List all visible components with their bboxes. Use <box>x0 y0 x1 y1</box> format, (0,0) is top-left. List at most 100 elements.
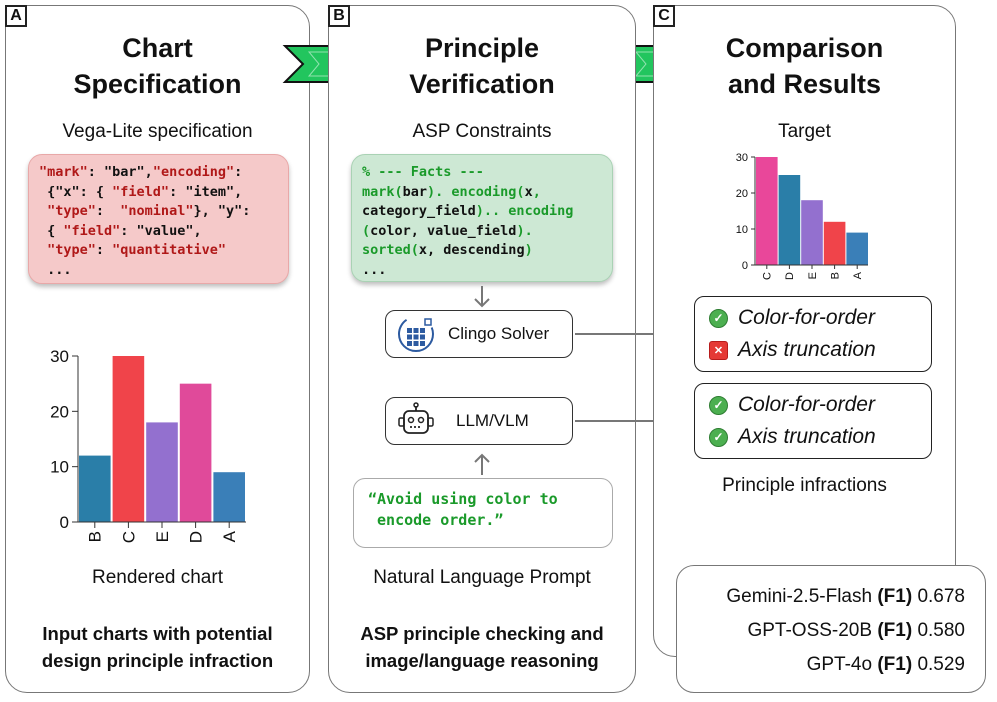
code-token: , <box>532 183 541 200</box>
check-icon: ✓ <box>709 427 728 447</box>
panel-b-title-line1: Principle <box>424 33 540 63</box>
llm-results: ✓ Color-for-order ✓ Axis truncation <box>694 383 932 459</box>
code-token: "mark" <box>39 164 88 180</box>
x-tick-label: C <box>762 272 774 280</box>
code-token: : "item", <box>169 183 243 200</box>
code-token: : <box>234 164 243 180</box>
code-token: ). encoding( <box>427 183 525 200</box>
llm-vlm-box: LLM/VLM <box>385 397 573 445</box>
panel-b-title-line2: Verification <box>409 69 555 99</box>
cross-icon: ✕ <box>709 340 728 360</box>
result-label: Axis truncation <box>738 425 876 448</box>
up-arrow-icon <box>474 453 490 475</box>
x-tick-label: E <box>153 531 172 542</box>
y-tick-label: 30 <box>736 152 748 164</box>
clingo-solver-label: Clingo Solver <box>448 324 550 343</box>
bar <box>823 221 846 265</box>
panel-a-title-line1: Chart <box>122 33 193 63</box>
infractions-caption: Principle infractions <box>722 475 887 496</box>
code-token: bar <box>402 183 428 200</box>
score-row: GPT-4o (F1) 0.529 <box>807 654 965 676</box>
y-tick-label: 0 <box>60 513 69 532</box>
prompt-caption: Natural Language Prompt <box>373 567 591 588</box>
score-row: Gemini-2.5-Flash (F1) 0.678 <box>726 586 965 608</box>
bar <box>79 455 111 522</box>
result-label: Color-for-order <box>738 393 875 416</box>
result-row: ✕ Axis truncation <box>709 338 876 362</box>
y-tick-label: 0 <box>742 260 748 272</box>
code-token: "nominal" <box>120 203 194 219</box>
code-token: ( <box>362 222 371 239</box>
y-tick-label: 10 <box>736 224 748 236</box>
spec-caption: Vega-Lite specification <box>62 121 253 142</box>
panel-chart-specification <box>5 5 310 693</box>
code-token: : "bar", <box>87 164 153 180</box>
y-tick-label: 10 <box>50 458 69 477</box>
code-token: "type" <box>39 203 96 219</box>
model-name: Gemini-2.5-Flash <box>726 586 873 607</box>
bar <box>112 356 145 522</box>
code-token: {"x": { <box>39 183 113 200</box>
solver-results: ✓ Color-for-order ✕ Axis truncation <box>694 296 932 372</box>
x-tick-label: B <box>829 272 841 279</box>
robot-icon <box>398 402 434 434</box>
score-value: 0.529 <box>917 654 965 675</box>
result-row: ✓ Axis truncation <box>709 425 876 449</box>
asp-constraints: % --- Facts --- mark(bar). encoding(x, c… <box>351 154 613 282</box>
x-tick-label: B <box>86 531 105 542</box>
code-token: color, value_field <box>370 222 517 239</box>
code-token: ... <box>362 261 387 278</box>
y-tick-label: 20 <box>50 402 69 421</box>
code-token: "field" <box>112 183 170 200</box>
vega-lite-spec: "mark": "bar","encoding": {"x": { "field… <box>28 154 289 284</box>
code-token: mark( <box>362 183 403 200</box>
code-token: "quantitative" <box>112 242 226 258</box>
bar <box>213 472 245 522</box>
check-icon: ✓ <box>709 308 728 328</box>
natural-language-prompt: “Avoid using color to encode order.” <box>353 478 613 548</box>
score-value: 0.678 <box>917 586 965 607</box>
code-token: : <box>95 242 113 258</box>
x-tick-label: D <box>187 531 206 543</box>
x-tick-label: C <box>119 531 138 543</box>
panel-a-summary-line1: Input charts with potential <box>42 623 273 644</box>
target-caption: Target <box>778 121 831 142</box>
score-value: 0.580 <box>917 620 965 641</box>
x-tick-label: D <box>784 272 796 280</box>
panel-c-title-line2: and Results <box>727 69 882 99</box>
bar <box>846 232 868 265</box>
code-token: category_field <box>362 203 476 219</box>
panel-a-tag: A <box>5 5 27 27</box>
clingo-solver-box: Clingo Solver <box>385 310 573 358</box>
code-token: ... <box>39 261 72 278</box>
panel-b-summary-line2: image/language reasoning <box>365 650 599 671</box>
bar <box>146 422 178 522</box>
bar <box>801 200 823 265</box>
panel-b-tag: B <box>328 5 350 27</box>
asp-caption: ASP Constraints <box>412 121 552 142</box>
panel-b-summary-line1: ASP principle checking and <box>360 623 604 644</box>
result-label: Color-for-order <box>738 306 875 329</box>
metric-label: (F1) <box>877 654 913 675</box>
code-token: sorted( <box>362 242 419 258</box>
down-arrow-icon <box>474 286 490 308</box>
code-token: "type" <box>39 242 96 258</box>
panel-c-title-line1: Comparison <box>725 33 884 63</box>
panel-a-summary-line2: design principle infraction <box>41 650 274 671</box>
panel-c-tag: C <box>653 5 675 27</box>
code-token: x, descending <box>418 242 525 258</box>
model-name: GPT-4o <box>806 654 873 675</box>
code-token: "encoding" <box>152 164 235 180</box>
result-row: ✓ Color-for-order <box>709 393 875 417</box>
rendered-chart-caption: Rendered chart <box>92 567 223 588</box>
bar <box>179 383 212 522</box>
llm-vlm-label: LLM/VLM <box>456 411 529 430</box>
metric-label: (F1) <box>877 620 913 641</box>
code-token: : "value", <box>120 222 202 239</box>
model-scores: Gemini-2.5-Flash (F1) 0.678 GPT-OSS-20B … <box>676 565 986 693</box>
code-token: ) <box>524 242 533 258</box>
y-tick-label: 20 <box>736 188 748 200</box>
code-token: }, "y": <box>193 203 251 219</box>
